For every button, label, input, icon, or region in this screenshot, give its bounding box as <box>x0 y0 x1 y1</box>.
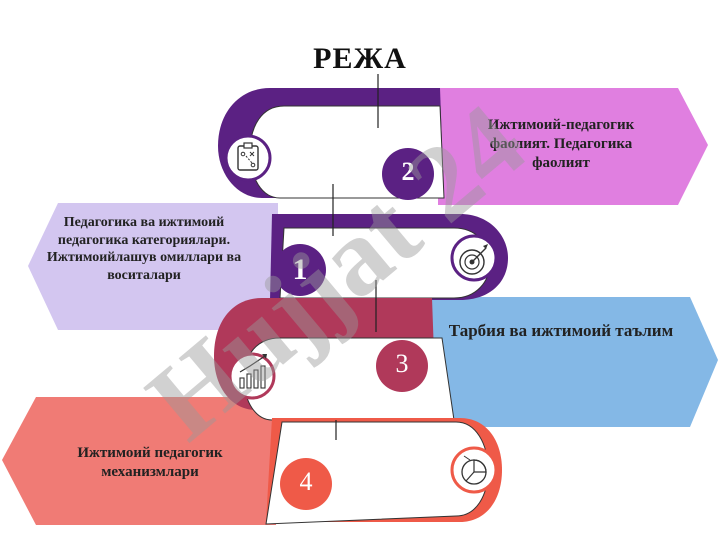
page-title: РЕЖА <box>313 42 407 75</box>
target-icon <box>450 234 498 282</box>
number-circle-step-4 <box>280 458 332 510</box>
growth-chart-icon <box>228 352 276 400</box>
step-text-2: Ижтимоий-педагогик фаолият. Педагогика ф… <box>487 117 635 171</box>
clipboard-plan-icon <box>224 134 272 182</box>
step-number-2: 2 <box>401 157 415 186</box>
pie-chart-icon <box>450 446 498 494</box>
step-text-3: Тарбия ва ижтимоий таълим <box>448 321 674 340</box>
arrow-banner-step-2 <box>438 88 708 205</box>
step-text-1: Педагогика ва ижтимоий педагогика катего… <box>46 215 242 283</box>
step-number-4: 4 <box>299 467 313 496</box>
step-number-3: 3 <box>395 349 409 378</box>
number-circle-step-2 <box>382 148 434 200</box>
number-circle-step-1 <box>274 244 326 296</box>
step-text-4: Ижтимоий педагогик механизмлари <box>77 445 223 480</box>
arrow-banner-step-3 <box>430 297 718 427</box>
arrow-banner-step-4 <box>2 397 276 525</box>
step-number-1: 1 <box>292 253 308 286</box>
number-circle-step-3 <box>376 340 428 392</box>
arrow-banner-step-1 <box>28 203 278 330</box>
